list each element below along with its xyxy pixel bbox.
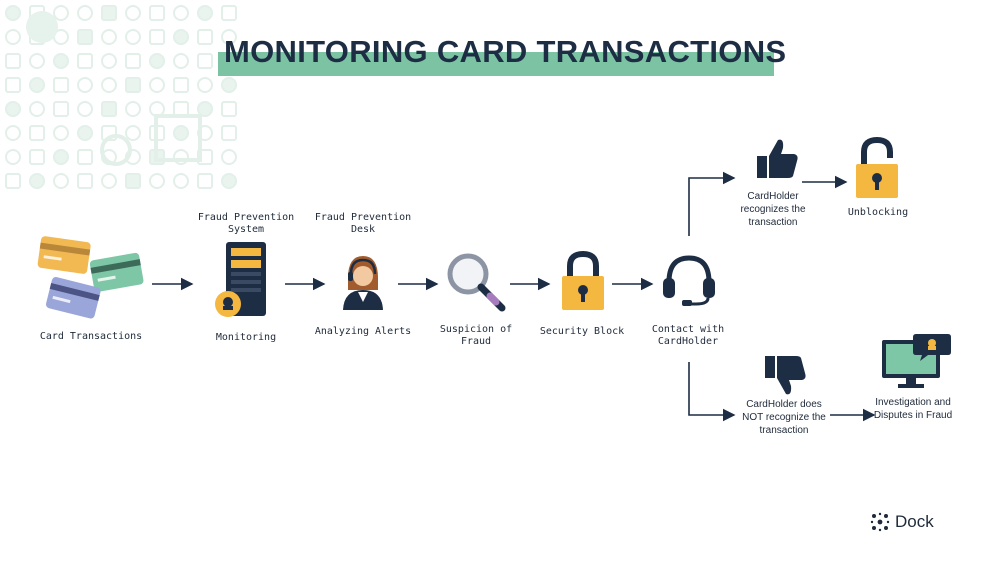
label-analyzing-alerts: Analyzing Alerts (314, 326, 412, 337)
headset-icon (663, 255, 715, 306)
label-cardholder-not-recognize: CardHolder does NOT recognize the transa… (742, 399, 826, 436)
page-title: MONITORING CARD TRANSACTIONS (224, 34, 787, 69)
arrow-contact-to-not-recognize (688, 362, 736, 422)
thumbs-down-icon (765, 356, 806, 395)
label-security-block: Security Block (539, 326, 625, 337)
dock-logo-text: Dock (895, 512, 934, 531)
label-fraud-prevention-desk: Fraud Prevention Desk (314, 212, 412, 235)
server-icon (215, 242, 266, 317)
dock-logo-mark-icon (870, 512, 890, 532)
thumbs-up-icon (757, 139, 798, 178)
label-cardholder-recognizes: CardHolder recognizes the transaction (740, 191, 806, 228)
label-monitoring: Monitoring (215, 332, 277, 343)
label-investigation: Investigation and Disputes in Fraud (873, 397, 953, 421)
lock-open-icon (856, 136, 898, 198)
credit-cards-icon (37, 236, 144, 319)
label-fraud-prevention-system: Fraud Prevention System (197, 212, 295, 235)
dock-logo: Dock (870, 512, 934, 532)
label-suspicion-of-fraud: Suspicion of Fraud (439, 324, 513, 347)
label-contact-with-cardholder: Contact with CardHolder (651, 324, 725, 347)
lock-closed-icon (562, 250, 604, 310)
label-card-transactions: Card Transactions (39, 331, 143, 342)
arrow-contact-to-recognizes (688, 171, 736, 236)
magnifier-icon (447, 253, 506, 312)
monitor-alert-icon (882, 334, 951, 388)
operator-headset-icon (343, 256, 383, 310)
background-pattern (5, 5, 237, 189)
label-unblocking: Unblocking (847, 207, 909, 218)
title-highlight (218, 52, 774, 76)
